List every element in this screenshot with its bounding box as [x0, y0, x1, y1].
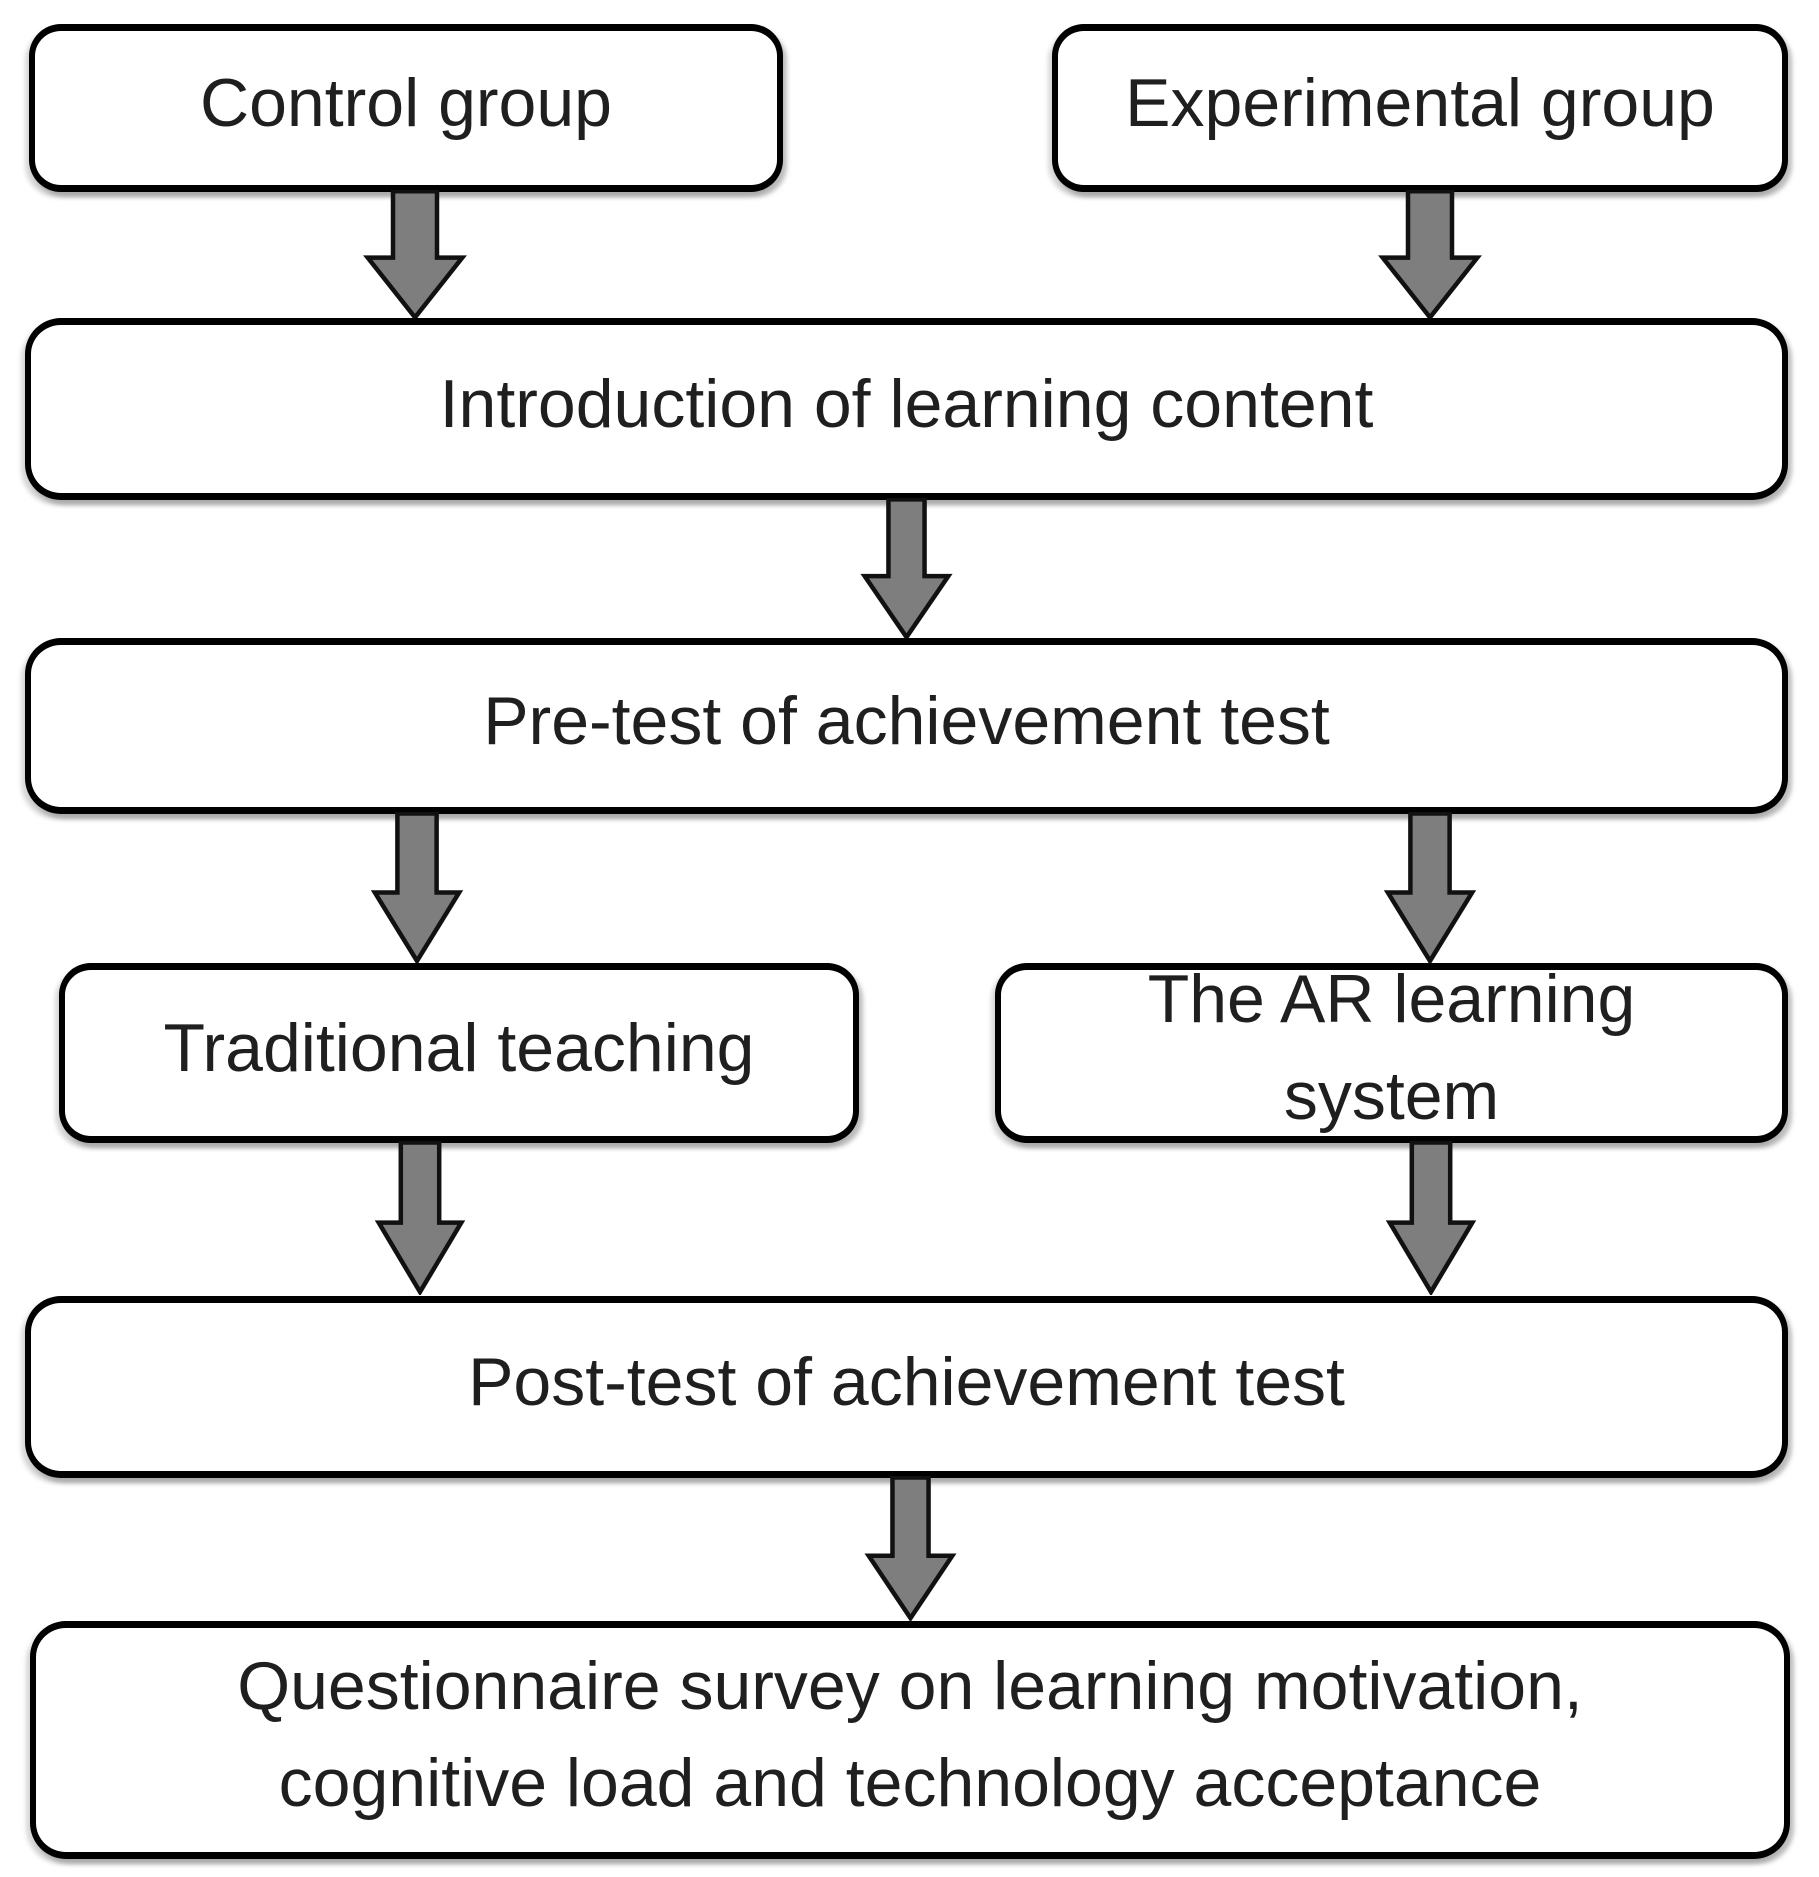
down-arrow-icon: [859, 498, 954, 640]
down-arrow-icon: [360, 190, 470, 320]
down-arrow-icon: [372, 1141, 468, 1295]
questionnaire-box: Questionnaire survey on learning motivat…: [30, 1621, 1790, 1859]
ar-learning-system-box: The AR learning system: [995, 961, 1788, 1143]
posttest-box: Post-test of achievement test: [25, 1296, 1788, 1478]
traditional-teaching-box: Traditional teaching: [59, 963, 859, 1143]
posttest-label: Post-test of achievement test: [468, 1343, 1345, 1420]
ar-learning-system-label: The AR learning system: [1147, 961, 1636, 1134]
down-arrow-icon: [1381, 812, 1479, 964]
down-arrow-icon: [1383, 1141, 1479, 1295]
down-arrow-icon: [1375, 190, 1485, 320]
experimental-group-box: Experimental group: [1052, 24, 1788, 192]
traditional-teaching-label: Traditional teaching: [163, 1009, 755, 1086]
down-arrow-icon: [863, 1476, 958, 1621]
questionnaire-label: Questionnaire survey on learning motivat…: [237, 1648, 1583, 1821]
down-arrow-icon: [368, 812, 466, 964]
pretest-label: Pre-test of achievement test: [483, 682, 1330, 759]
pretest-box: Pre-test of achievement test: [25, 638, 1788, 814]
introduction-label: Introduction of learning content: [439, 365, 1374, 442]
control-group-label: Control group: [199, 64, 613, 141]
experimental-group-label: Experimental group: [1125, 64, 1715, 141]
control-group-box: Control group: [29, 24, 783, 192]
introduction-box: Introduction of learning content: [25, 318, 1788, 500]
